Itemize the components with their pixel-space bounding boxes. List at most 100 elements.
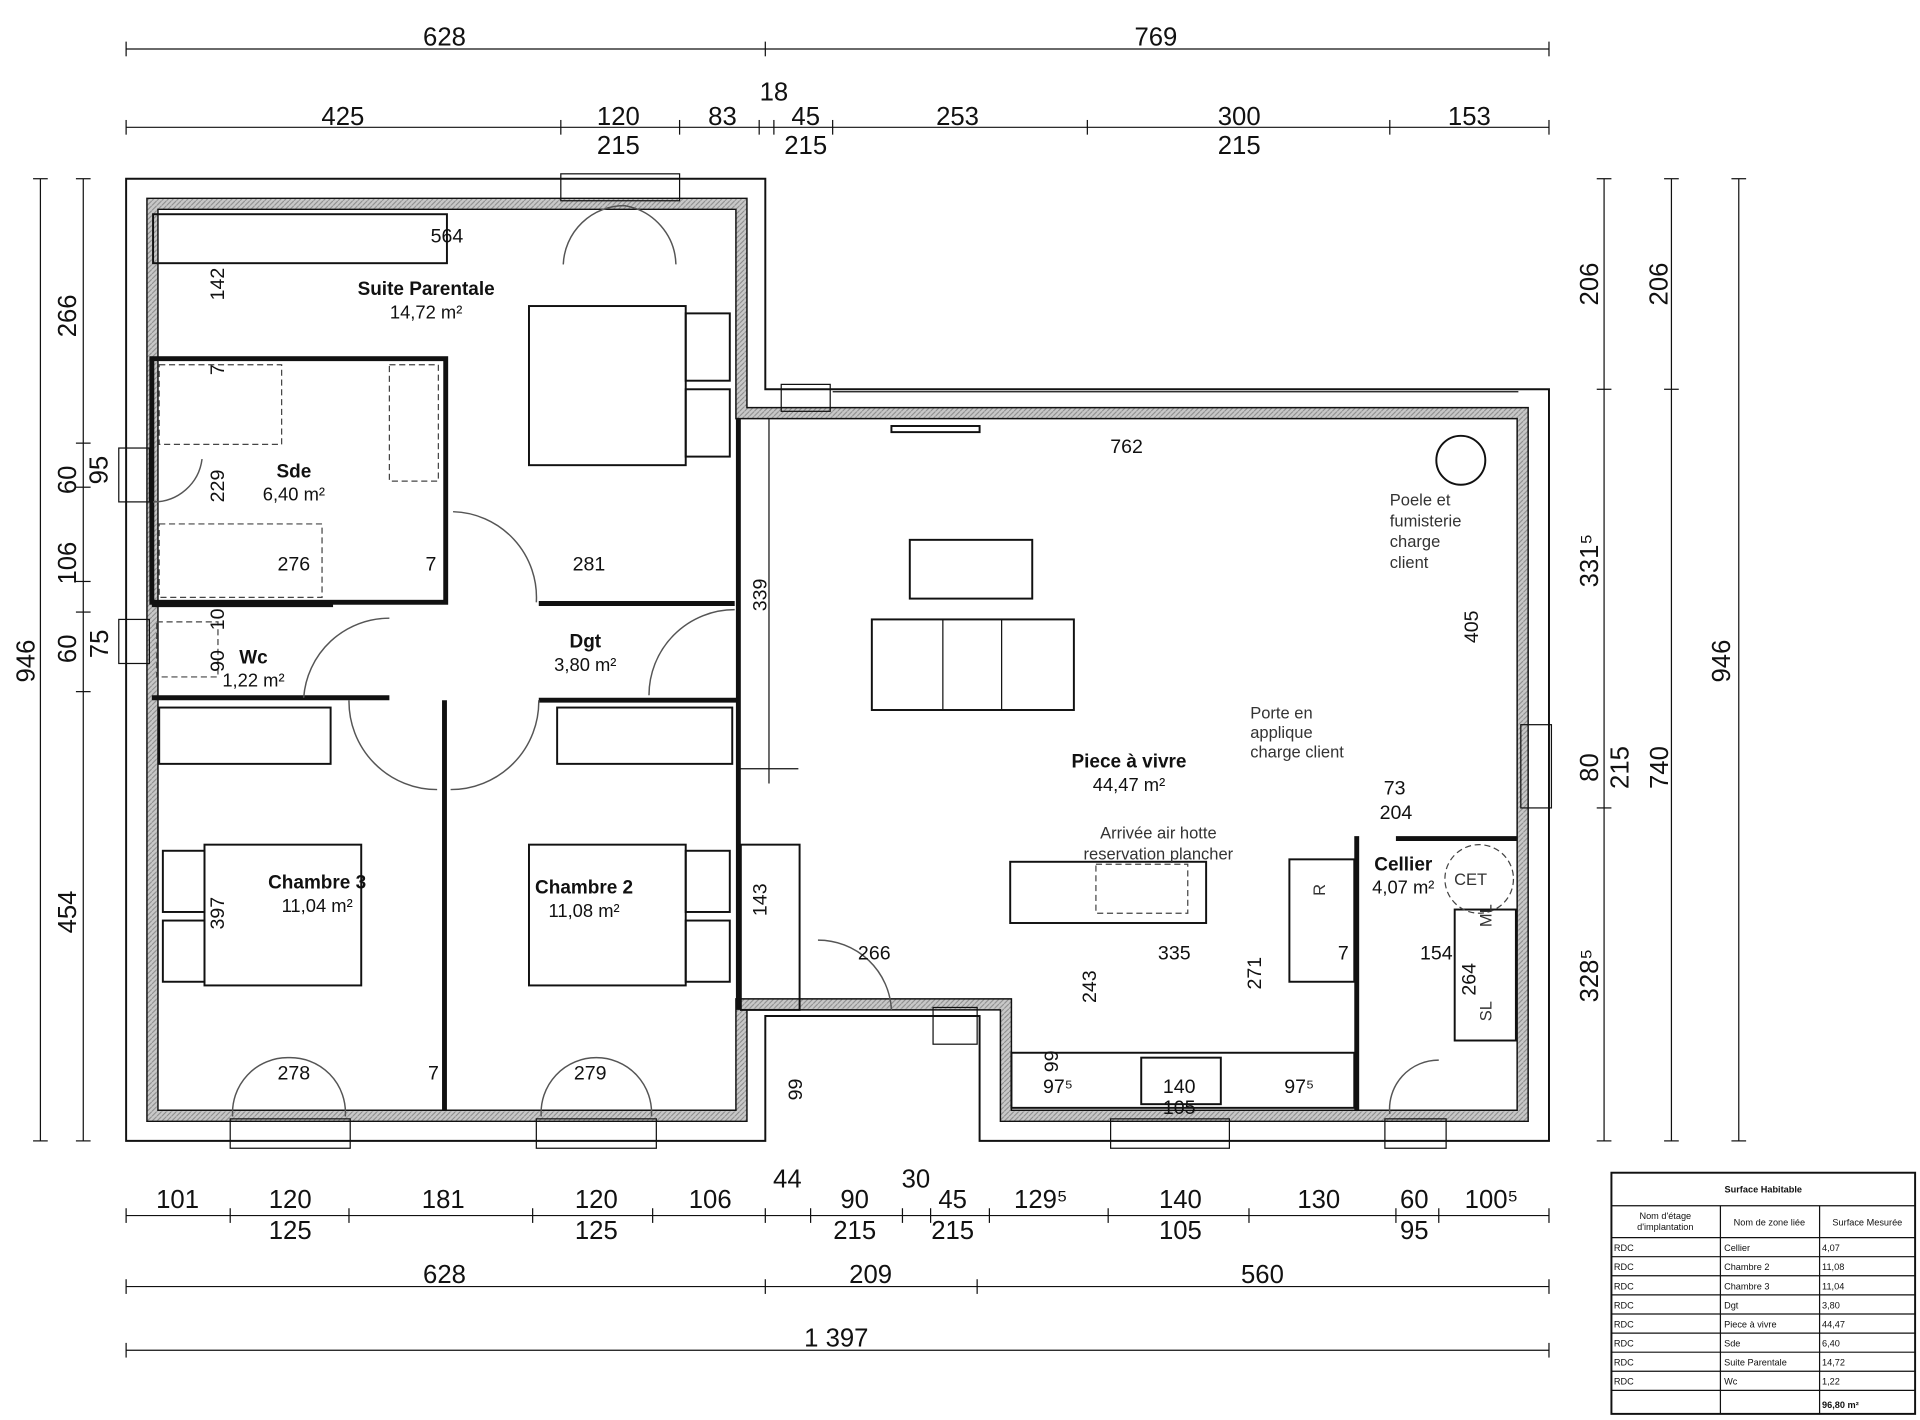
- dimension-label: 140: [1159, 1186, 1202, 1214]
- table-cell: RDC: [1614, 1339, 1634, 1349]
- dimension-label: 130: [1297, 1186, 1340, 1214]
- label-cet: CET: [1454, 870, 1487, 889]
- dimension-lines: [33, 41, 1747, 1358]
- dimension-label: 215: [597, 132, 640, 160]
- note-hood: reservation plancher: [1084, 844, 1234, 863]
- table-cell: RDC: [1614, 1262, 1634, 1272]
- interior-dimension-label: 143: [750, 883, 772, 916]
- dimension-label: 106: [54, 542, 82, 585]
- interior-dimension-label: 204: [1380, 802, 1413, 824]
- room-area: 1,22 m²: [222, 670, 284, 691]
- label-dishwasher: ML: [1476, 904, 1495, 927]
- interior-dimension-label: 7: [426, 553, 437, 575]
- note-stove: Poele et: [1390, 491, 1451, 510]
- interior-dimension-label: 90: [207, 650, 229, 672]
- dimension-label: 215: [833, 1217, 876, 1245]
- dimension-label: 331⁵: [1576, 534, 1604, 588]
- interior-dimension-label: 7: [428, 1063, 439, 1085]
- dimension-label: 100⁵: [1465, 1186, 1519, 1214]
- interior-dimension-label: 10: [207, 608, 229, 630]
- toilet: [156, 621, 219, 678]
- dimension-label: 80: [1576, 753, 1604, 782]
- dimension-label: 215: [931, 1217, 974, 1245]
- wardrobe-living: [739, 843, 801, 1011]
- dimension-label: 181: [422, 1186, 465, 1214]
- table-cell: RDC: [1614, 1300, 1634, 1310]
- note-door: Porte en: [1250, 704, 1312, 723]
- label-washer: SL: [1476, 1001, 1495, 1021]
- note-door: charge client: [1250, 743, 1344, 762]
- interior-dimension-label: 105: [1163, 1097, 1196, 1119]
- dimension-label: 129⁵: [1014, 1186, 1068, 1214]
- dimension-label: 253: [936, 103, 979, 131]
- interior-dimension-label: 335: [1158, 943, 1191, 965]
- dimension-label: 45: [791, 103, 820, 131]
- dimension-label: 125: [575, 1217, 618, 1245]
- table-header: Surface Mesurée: [1832, 1217, 1902, 1227]
- furniture: [152, 213, 1517, 1109]
- interior-dimension-label: 142: [207, 268, 229, 301]
- room-name: Cellier: [1374, 854, 1433, 875]
- interior-dimension-label: 243: [1079, 970, 1101, 1003]
- interior-dimension-label: 276: [278, 553, 311, 575]
- dimension-label: 120: [575, 1186, 618, 1214]
- doors: [153, 204, 1439, 1117]
- interior-dimension-label: 7: [207, 364, 229, 375]
- table-cell: 11,04: [1822, 1281, 1844, 1291]
- dimension-label: 44: [773, 1165, 802, 1193]
- room-name: Suite Parentale: [358, 279, 495, 300]
- label-fridge: R: [1310, 884, 1329, 896]
- table-cell: Chambre 3: [1724, 1281, 1769, 1291]
- table-cell: 1,22: [1822, 1377, 1840, 1387]
- dimension-label: 215: [784, 132, 827, 160]
- dimension-label: 425: [321, 103, 364, 131]
- dimension-label: 153: [1448, 103, 1491, 131]
- water-heater: [1444, 844, 1515, 914]
- wardrobe-chambre-2: [556, 706, 734, 765]
- room-name: Chambre 2: [535, 878, 633, 899]
- room-area: 6,40 m²: [263, 484, 325, 505]
- table-cell: Wc: [1724, 1377, 1738, 1387]
- table-cell: Cellier: [1724, 1243, 1750, 1253]
- dimension-label: 120: [597, 103, 640, 131]
- note-stove: fumisterie: [1390, 511, 1462, 530]
- table-cell: 44,47: [1822, 1319, 1845, 1329]
- room-area: 11,04 m²: [282, 895, 353, 916]
- interior-dimension-label: 279: [574, 1063, 607, 1085]
- fridge: [1288, 858, 1356, 983]
- interior-walls: [149, 356, 1518, 1111]
- washer-dryer: [1453, 908, 1517, 1042]
- interior-dimension-label: 762: [1110, 436, 1143, 458]
- table-header: Nom d'étage: [1639, 1211, 1691, 1221]
- dimension-label: 215: [1218, 132, 1261, 160]
- windows: [118, 173, 1553, 1149]
- room-name: Wc: [239, 647, 267, 668]
- dimension-label: 90: [840, 1186, 869, 1214]
- interior-dimension-label: 278: [278, 1063, 311, 1085]
- dimension-label: 946: [1708, 640, 1736, 683]
- dimension-label: 454: [54, 891, 82, 934]
- kitchen-island: [1009, 860, 1208, 924]
- interior-dimension-label: 271: [1244, 957, 1266, 990]
- note-door: applique: [1250, 723, 1312, 742]
- table-cell: Dgt: [1724, 1300, 1739, 1310]
- dimension-label: 120: [269, 1186, 312, 1214]
- interior-dimension-label: 97⁵: [1043, 1076, 1073, 1098]
- table-cell: RDC: [1614, 1319, 1634, 1329]
- table-cell: Chambre 2: [1724, 1262, 1769, 1272]
- note-hood: Arrivée air hotte: [1100, 824, 1217, 843]
- interior-dimension-label: 397: [207, 897, 229, 930]
- interior-dimension-label: 7: [1338, 943, 1349, 965]
- wardrobe-chambre-3: [158, 706, 332, 765]
- room-name: Chambre 3: [268, 873, 366, 894]
- table-cell: 4,07: [1822, 1243, 1840, 1253]
- exterior-outline: [125, 177, 1550, 1142]
- table-cell: 6,40: [1822, 1339, 1840, 1349]
- dimension-label: 215: [1607, 746, 1635, 789]
- table-title: Surface Habitable: [1725, 1184, 1802, 1194]
- room-area: 44,47 m²: [1093, 774, 1165, 795]
- room-name: Piece à vivre: [1071, 752, 1186, 773]
- interior-dimension-label: 154: [1420, 943, 1453, 965]
- interior-dimension-label: 229: [207, 470, 229, 503]
- dimension-label: 95: [1400, 1217, 1429, 1245]
